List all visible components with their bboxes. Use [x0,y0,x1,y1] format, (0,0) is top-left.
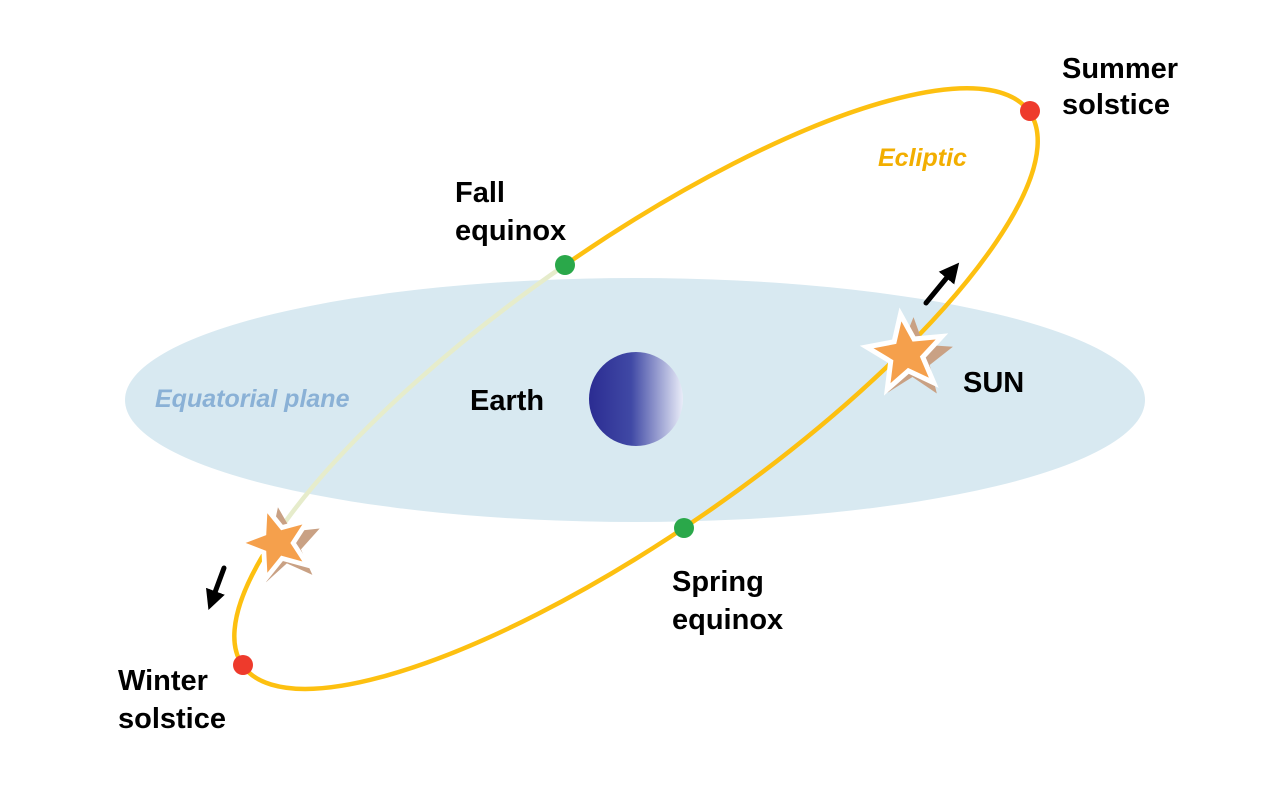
label-spring-equinox-line1: Spring [672,566,764,598]
orbit-direction-arrow-down-icon [206,565,227,611]
label-spring-equinox-line2: equinox [672,604,783,636]
ecliptic-hidden-arc [274,263,567,537]
diagram-labels: Summer solstice Fall equinox Earth SUN S… [118,53,1178,735]
sun-star-winter-position [230,490,327,596]
label-summer-solstice-line2: solstice [1062,89,1170,121]
winter-solstice-marker [233,655,253,675]
orbit-direction-arrow-up-icon [923,262,960,306]
label-fall-equinox-line1: Fall [455,177,505,209]
summer-solstice-marker [1020,101,1040,121]
label-summer-solstice-line1: Summer [1062,53,1178,85]
label-earth: Earth [470,385,544,417]
label-fall-equinox-line2: equinox [455,215,566,247]
earth-globe [589,352,683,446]
ecliptic-orbit [232,86,1040,692]
fall-equinox-marker [555,255,575,275]
label-equatorial-plane: Equatorial plane [155,385,350,413]
label-winter-solstice-line1: Winter [118,665,208,697]
orbit-direction-arrows [206,262,960,611]
label-winter-solstice-line2: solstice [118,703,226,735]
label-ecliptic: Ecliptic [878,144,967,172]
label-sun: SUN [963,367,1024,399]
spring-equinox-marker [674,518,694,538]
